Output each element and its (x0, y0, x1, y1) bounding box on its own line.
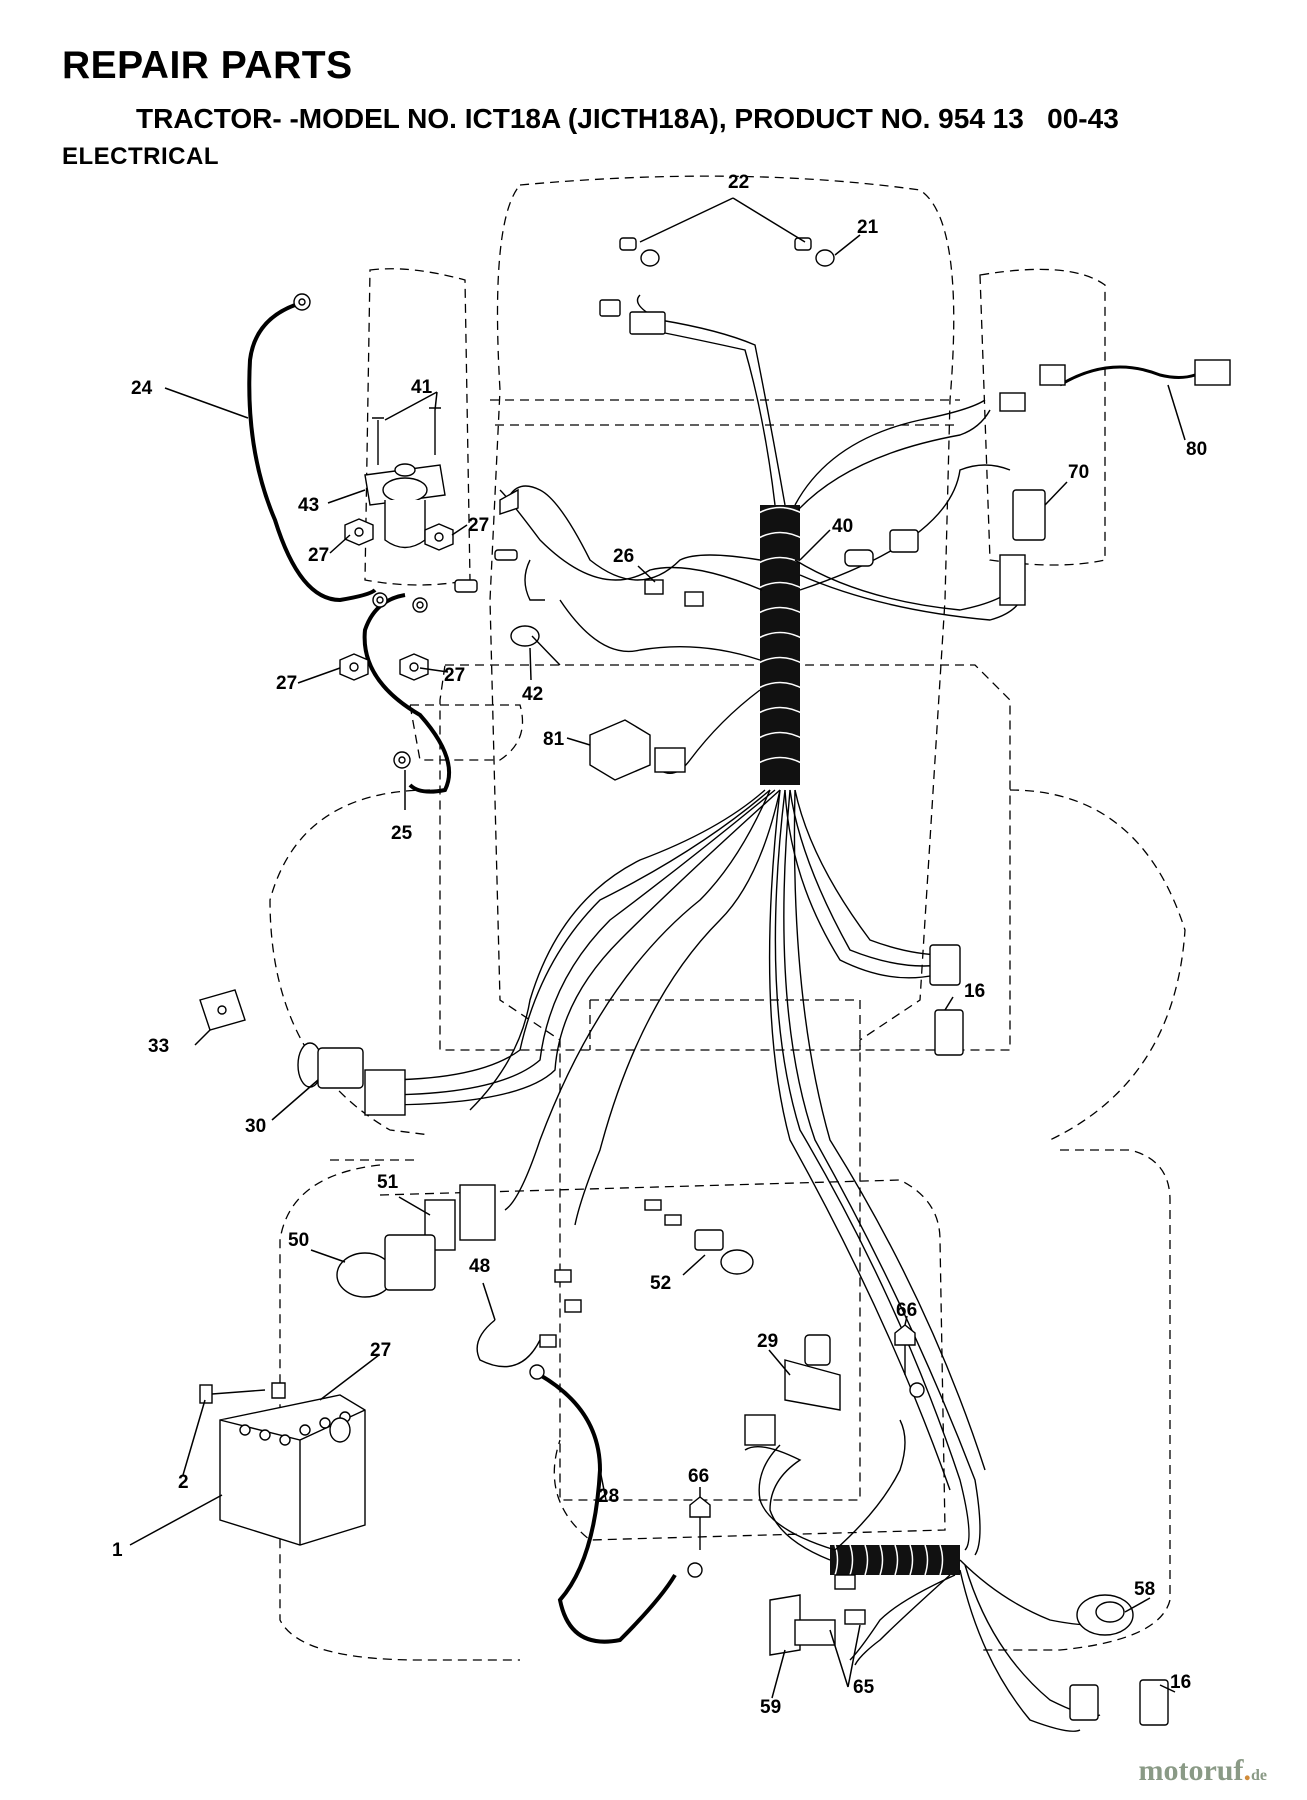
callout-16-a: 16 (964, 981, 985, 1002)
callout-52: 52 (650, 1273, 671, 1294)
ground-cable-25 (362, 593, 452, 794)
battery-cable-24 (247, 303, 377, 603)
harness-80 (1059, 365, 1196, 387)
callout-50: 50 (288, 1230, 309, 1251)
callout-66-a: 66 (896, 1300, 917, 1321)
callout-48: 48 (469, 1256, 490, 1277)
callouts: 22 21 24 41 80 70 43 27 40 27 26 27 27 4… (112, 172, 1207, 1718)
harness-loom (379, 294, 1111, 1732)
model-subtitle: TRACTOR- -MODEL NO. ICT18A (JICTH18A), P… (136, 103, 1119, 134)
watermark: motoruf.de (1138, 1754, 1267, 1787)
callout-27-a: 27 (468, 515, 489, 536)
leader-lines (129, 197, 1186, 1699)
callout-30: 30 (245, 1116, 266, 1137)
callout-2: 2 (178, 1472, 189, 1493)
callout-26: 26 (613, 546, 634, 567)
callout-24: 24 (131, 378, 153, 399)
parts (199, 237, 1231, 1726)
callout-43: 43 (298, 495, 319, 516)
callout-42: 42 (522, 684, 543, 705)
callout-41: 41 (411, 377, 433, 398)
callout-27-b: 27 (308, 545, 329, 566)
callout-58: 58 (1134, 1579, 1155, 1600)
watermark-name: motoruf (1138, 1754, 1244, 1787)
callout-22: 22 (728, 172, 749, 193)
callout-33: 33 (148, 1036, 169, 1057)
section-label: ELECTRICAL (62, 143, 219, 170)
battery-cable-28 (538, 1373, 677, 1644)
callout-16-b: 16 (1170, 1672, 1191, 1693)
callout-29: 29 (757, 1331, 778, 1352)
callout-80: 80 (1186, 439, 1207, 460)
callout-27-d: 27 (444, 665, 465, 686)
callout-1: 1 (112, 1540, 123, 1561)
callout-27-c: 27 (276, 673, 297, 694)
callout-59: 59 (760, 1697, 781, 1718)
page-title: REPAIR PARTS (62, 44, 353, 87)
callout-51: 51 (377, 1172, 399, 1193)
callout-21: 21 (857, 217, 879, 238)
tractor-outline (269, 175, 1186, 1661)
callout-81: 81 (543, 729, 565, 750)
callout-27-e: 27 (370, 1340, 391, 1361)
callout-40: 40 (832, 516, 853, 537)
callout-65: 65 (853, 1677, 875, 1698)
callout-25: 25 (391, 823, 413, 844)
callout-70: 70 (1068, 462, 1089, 483)
callout-66-b: 66 (688, 1466, 709, 1487)
watermark-suffix: de (1251, 1767, 1267, 1784)
callout-28: 28 (598, 1486, 619, 1507)
